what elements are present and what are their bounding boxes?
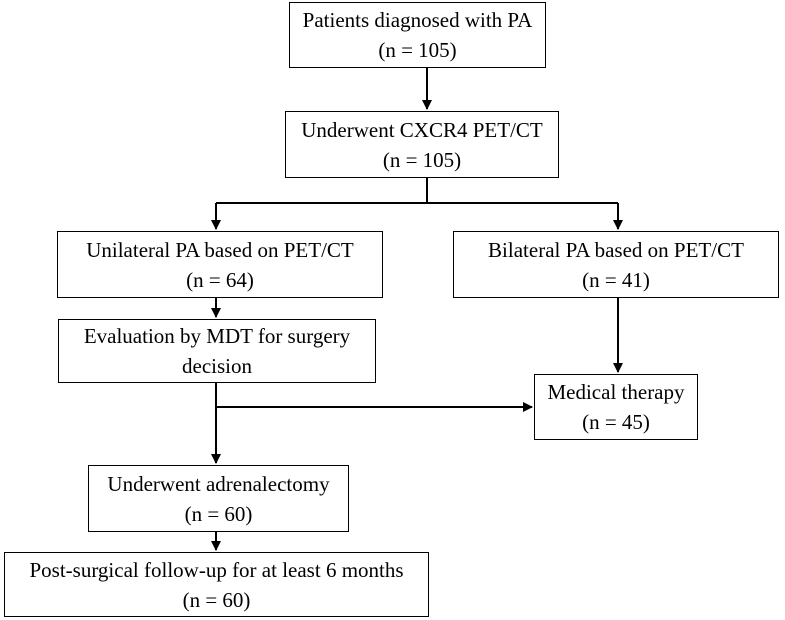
pet-ct-count: (n = 105) (382, 147, 462, 172)
pet-ct-box: Underwent CXCR4 PET/CT (n = 105) (285, 111, 559, 178)
mdt-box: Evaluation by MDT for surgery decision (58, 319, 376, 383)
bilateral-box: Bilateral PA based on PET/CT (n = 41) (453, 231, 779, 298)
diagnosed-box: Patients diagnosed with PA (n = 105) (289, 2, 546, 68)
follow-up-box: Post-surgical follow-up for at least 6 m… (4, 552, 429, 617)
unilateral-box: Unilateral PA based on PET/CT (n = 64) (57, 231, 383, 298)
diagnosed-label: Patients diagnosed with PA (302, 8, 533, 32)
mdt-label-line1: Evaluation by MDT for surgery (83, 324, 351, 348)
pet-ct-label: Underwent CXCR4 PET/CT (301, 117, 543, 142)
follow-up-count: (n = 60) (182, 587, 251, 612)
diagnosed-count: (n = 105) (378, 38, 457, 62)
mdt-label-line2: decision (182, 354, 252, 378)
bilateral-count: (n = 41) (582, 267, 650, 292)
medical-therapy-box: Medical therapy (n = 45) (534, 374, 698, 440)
unilateral-count: (n = 64) (186, 267, 254, 292)
medical-therapy-count: (n = 45) (582, 410, 650, 434)
medical-therapy-label: Medical therapy (547, 380, 685, 404)
adrenalectomy-count: (n = 60) (184, 501, 253, 526)
adrenalectomy-label: Underwent adrenalectomy (107, 471, 330, 496)
bilateral-label: Bilateral PA based on PET/CT (488, 237, 744, 262)
edge-petct-split (216, 178, 618, 204)
adrenalectomy-box: Underwent adrenalectomy (n = 60) (88, 465, 349, 532)
follow-up-label: Post-surgical follow-up for at least 6 m… (29, 557, 404, 582)
unilateral-label: Unilateral PA based on PET/CT (86, 237, 354, 262)
